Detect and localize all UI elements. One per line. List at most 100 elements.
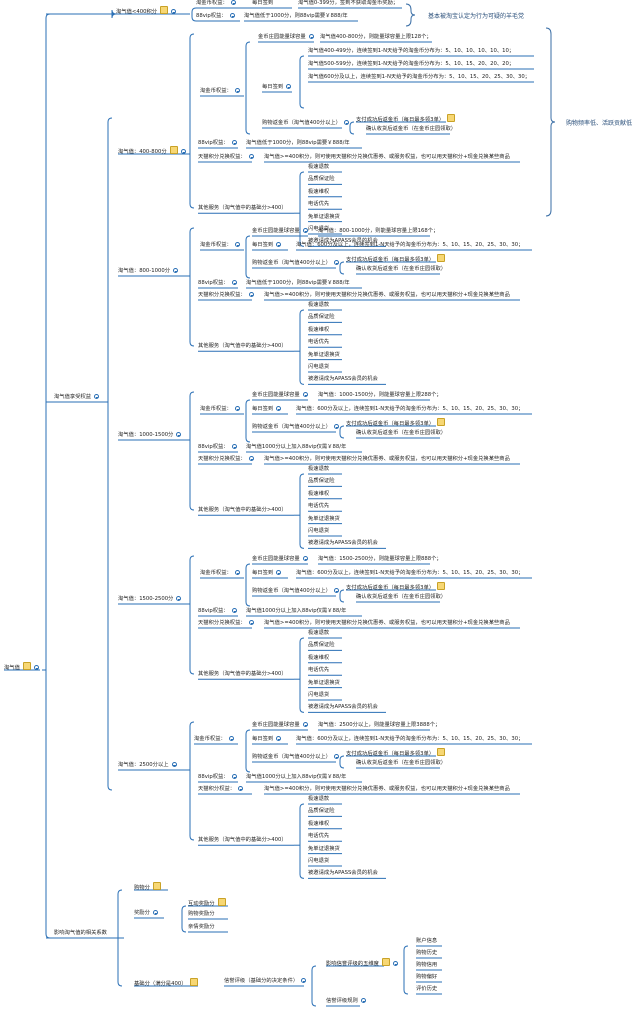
collapse-toggle-icon[interactable] (333, 588, 339, 593)
l1-benefits[interactable]: 淘气值享受权益 (54, 394, 100, 401)
collapse-toggle-icon[interactable] (302, 392, 308, 397)
collapse-toggle-icon[interactable] (301, 978, 307, 983)
tier-0-coin[interactable]: 淘金币权益： (200, 88, 240, 95)
collapse-toggle-icon[interactable] (302, 722, 308, 727)
tier-2-tmall[interactable]: 天猫积分兑换权益： (198, 456, 254, 463)
tier-0-tmall[interactable]: 天猫积分兑换权益： (198, 154, 254, 161)
collapse-toggle-icon[interactable] (276, 736, 282, 741)
collapse-toggle-icon[interactable] (248, 292, 254, 297)
collapse-toggle-icon[interactable] (333, 260, 339, 265)
t4-energy[interactable]: 金币庄园能量球容量 (252, 722, 308, 729)
collapse-toggle-icon[interactable] (234, 88, 240, 93)
collapse-toggle-icon[interactable] (94, 394, 100, 399)
collapse-toggle-icon[interactable] (176, 432, 182, 437)
collapse-toggle-icon[interactable] (231, 140, 237, 145)
note-icon[interactable] (22, 662, 31, 670)
collapse-toggle-icon[interactable] (302, 228, 308, 233)
under400-coin[interactable]: 淘金币权益： (196, 0, 236, 7)
tier-0-vip[interactable]: 88vip权益： (198, 140, 237, 147)
collapse-toggle-icon[interactable] (171, 9, 177, 14)
collapse-toggle-icon[interactable] (276, 406, 282, 411)
collapse-toggle-icon[interactable] (171, 762, 177, 767)
t0-energy[interactable]: 金币庄园能量球容量 (258, 34, 314, 41)
tier-4-coin[interactable]: 淘金币权益： (194, 736, 234, 743)
collapse-toggle-icon[interactable] (33, 665, 39, 670)
collapse-toggle-icon[interactable] (248, 456, 254, 461)
collapse-toggle-icon[interactable] (333, 754, 339, 759)
collapse-toggle-icon[interactable] (238, 786, 244, 791)
tier-1[interactable]: 淘气值：800-1000分 (118, 268, 178, 275)
note-icon[interactable] (437, 582, 446, 590)
tier-2-vip[interactable]: 88vip权益： (198, 444, 237, 451)
under400-vip[interactable]: 88vip权益： (196, 13, 235, 20)
tier-4-vip[interactable]: 88vip权益： (198, 774, 237, 781)
factor-reward[interactable]: 奖励分 (134, 910, 158, 917)
tier-4-tmall[interactable]: 天猫积分权益： (198, 786, 244, 793)
tier-0[interactable]: 淘气值：400-800分 (118, 146, 186, 156)
note-icon[interactable] (437, 418, 446, 426)
note-icon[interactable] (381, 958, 390, 966)
collapse-toggle-icon[interactable] (231, 608, 237, 613)
tier-4[interactable]: 淘气值：2500分以上 (118, 762, 177, 769)
collapse-toggle-icon[interactable] (392, 961, 398, 966)
collapse-toggle-icon[interactable] (302, 556, 308, 561)
note-icon[interactable] (189, 978, 198, 986)
tier-2-coin[interactable]: 淘金币权益： (200, 406, 240, 413)
collapse-toggle-icon[interactable] (308, 34, 314, 39)
note-icon[interactable] (160, 6, 169, 14)
collapse-toggle-icon[interactable] (286, 84, 292, 89)
t1-rebate[interactable]: 购物返金币（淘气值400分以上） (252, 260, 339, 267)
t3-rebate[interactable]: 购物返金币（淘气值400分以上） (252, 588, 339, 595)
collapse-toggle-icon[interactable] (276, 570, 282, 575)
tier-3-tmall[interactable]: 天猫积分兑换权益： (198, 620, 254, 627)
t2-energy[interactable]: 金币庄园能量球容量 (252, 392, 308, 399)
t2-checkin[interactable]: 每日签到 (252, 406, 282, 413)
collapse-toggle-icon[interactable] (152, 910, 158, 915)
collapse-toggle-icon[interactable] (234, 242, 240, 247)
l1-under400[interactable]: 淘气值<400积分 (116, 6, 177, 16)
tier-1-tmall[interactable]: 天猫积分兑换权益： (198, 292, 254, 299)
dims[interactable]: 影响信誉评级的五维度 (326, 958, 398, 968)
t3-checkin[interactable]: 每日签到 (252, 570, 282, 577)
note-icon[interactable] (437, 748, 446, 756)
collapse-toggle-icon[interactable] (230, 0, 236, 5)
collapse-toggle-icon[interactable] (229, 13, 235, 18)
collapse-toggle-icon[interactable] (231, 774, 237, 779)
rating[interactable]: 信誉评级规则 (326, 998, 366, 1005)
tier-3-vip[interactable]: 88vip权益： (198, 608, 237, 615)
t4-checkin[interactable]: 每日签到 (252, 736, 282, 743)
note-icon[interactable] (437, 254, 446, 262)
note-icon[interactable] (447, 114, 456, 122)
collapse-toggle-icon[interactable] (234, 570, 240, 575)
collapse-toggle-icon[interactable] (228, 736, 234, 741)
tier-1-coin[interactable]: 淘金币权益： (200, 242, 240, 249)
note-icon[interactable] (169, 146, 178, 154)
t0-rebate[interactable]: 购物返金币（淘气值400分以上） (262, 120, 349, 127)
collapse-toggle-icon[interactable] (248, 154, 254, 159)
t2-rebate[interactable]: 购物返金币（淘气值400分以上） (252, 424, 339, 431)
tier-1-vip[interactable]: 88vip权益： (198, 280, 237, 287)
tier-3[interactable]: 淘气值：1500-2500分 (118, 596, 182, 603)
tier-2[interactable]: 淘气值：1000-1500分 (118, 432, 182, 439)
collapse-toggle-icon[interactable] (248, 620, 254, 625)
collapse-toggle-icon[interactable] (276, 242, 282, 247)
collapse-toggle-icon[interactable] (231, 280, 237, 285)
collapse-toggle-icon[interactable] (173, 268, 178, 273)
collapse-toggle-icon[interactable] (234, 406, 240, 411)
note-icon[interactable] (217, 898, 226, 906)
collapse-toggle-icon[interactable] (176, 596, 182, 601)
collapse-toggle-icon[interactable] (180, 149, 186, 154)
t1-checkin[interactable]: 每日签到 (252, 242, 282, 249)
t3-energy[interactable]: 金币庄园能量球容量 (252, 556, 308, 563)
collapse-toggle-icon[interactable] (333, 424, 339, 429)
base-child[interactable]: 信誉评级（基础分的决定条件） (224, 978, 307, 985)
t0-checkin[interactable]: 每日签到 (262, 84, 292, 91)
collapse-toggle-icon[interactable] (343, 120, 349, 125)
collapse-toggle-icon[interactable] (231, 444, 237, 449)
root-node[interactable]: 淘气值 (4, 662, 39, 672)
t4-rebate[interactable]: 购物返金币（淘气值400分以上） (252, 754, 339, 761)
note-icon[interactable] (152, 882, 161, 890)
tier-3-coin[interactable]: 淘金币权益： (200, 570, 240, 577)
collapse-toggle-icon[interactable] (360, 998, 366, 1003)
t1-energy[interactable]: 金币庄园能量球容量 (252, 228, 308, 235)
